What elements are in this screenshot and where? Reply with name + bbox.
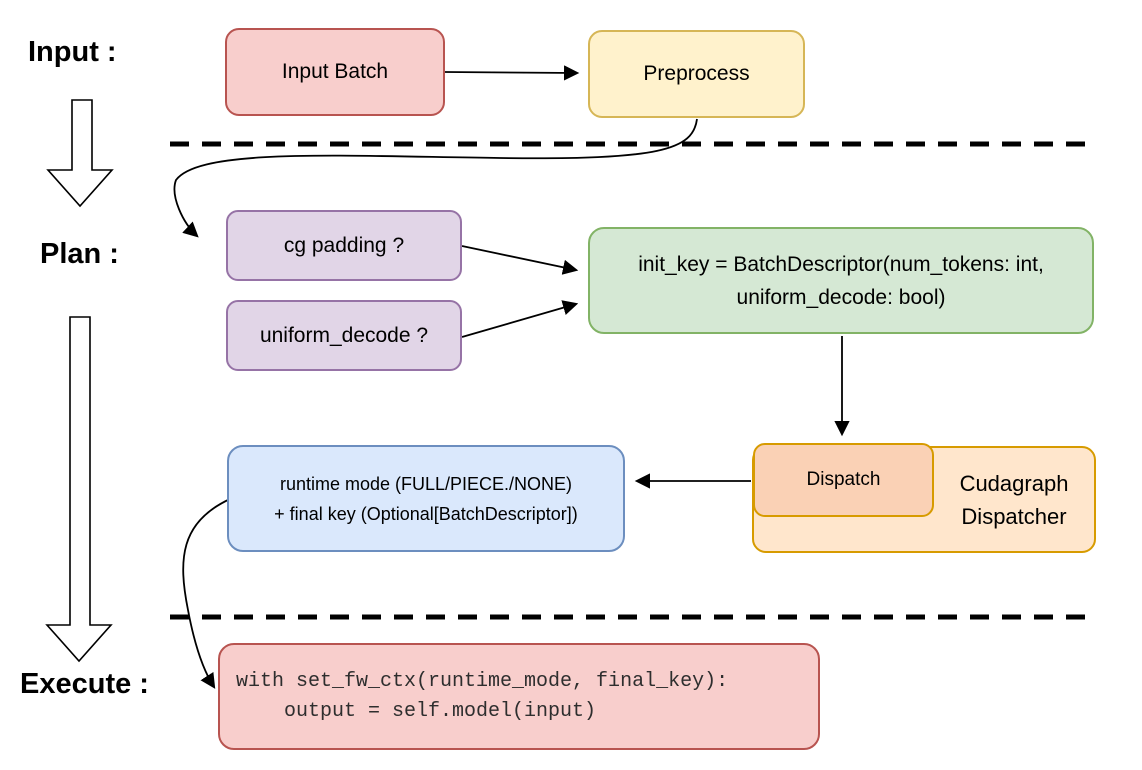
arrow-runtime-mode-to-execute-code	[182, 498, 231, 689]
stage-arrow-input-to-plan-icon	[46, 99, 114, 208]
node-execute-code: with set_fw_ctx(runtime_mode, final_key)…	[218, 643, 820, 750]
node-cudagraph-dispatcher-label: Cudagraph Dispatcher	[934, 446, 1094, 553]
node-init-key-line2: uniform_decode: bool)	[736, 285, 946, 309]
node-input-batch-label: Input Batch	[281, 60, 389, 84]
stage-label-input: Input :	[28, 36, 117, 68]
node-cg-padding: cg padding ?	[226, 210, 462, 281]
node-runtime-mode-final-key: runtime mode (FULL/PIECE./NONE) + final …	[227, 445, 625, 552]
node-preprocess: Preprocess	[588, 30, 805, 118]
node-init-key: init_key = BatchDescriptor(num_tokens: i…	[588, 227, 1094, 334]
arrow-cg-padding-to-init-key	[461, 245, 579, 275]
node-uniform-decode: uniform_decode ?	[226, 300, 462, 371]
node-runtime-mode-line2: + final key (Optional[BatchDescriptor])	[274, 503, 578, 524]
execute-code-line2: output = self.model(input)	[236, 699, 597, 723]
execute-code-line1: with set_fw_ctx(runtime_mode, final_key)…	[236, 669, 729, 693]
node-uniform-decode-label: uniform_decode ?	[259, 323, 429, 347]
cudagraph-label-line1: Cudagraph	[959, 470, 1069, 496]
node-dispatch: Dispatch	[753, 443, 934, 517]
node-preprocess-label: Preprocess	[643, 62, 750, 86]
node-input-batch: Input Batch	[225, 28, 445, 116]
stage-label-execute: Execute :	[20, 668, 149, 700]
arrow-uniform-decode-to-init-key	[461, 300, 579, 338]
stage-arrow-plan-to-execute-icon	[45, 316, 113, 663]
node-cg-padding-label: cg padding ?	[283, 233, 405, 257]
arrow-preprocess-to-cg-padding	[173, 118, 698, 238]
arrow-input-batch-to-preprocess	[444, 65, 580, 81]
node-init-key-line1: init_key = BatchDescriptor(num_tokens: i…	[638, 252, 1044, 276]
node-dispatch-label: Dispatch	[806, 469, 881, 491]
stage-label-plan: Plan :	[40, 238, 119, 270]
cudagraph-label-line2: Dispatcher	[961, 503, 1067, 529]
node-runtime-mode-line1: runtime mode (FULL/PIECE./NONE)	[279, 473, 573, 494]
